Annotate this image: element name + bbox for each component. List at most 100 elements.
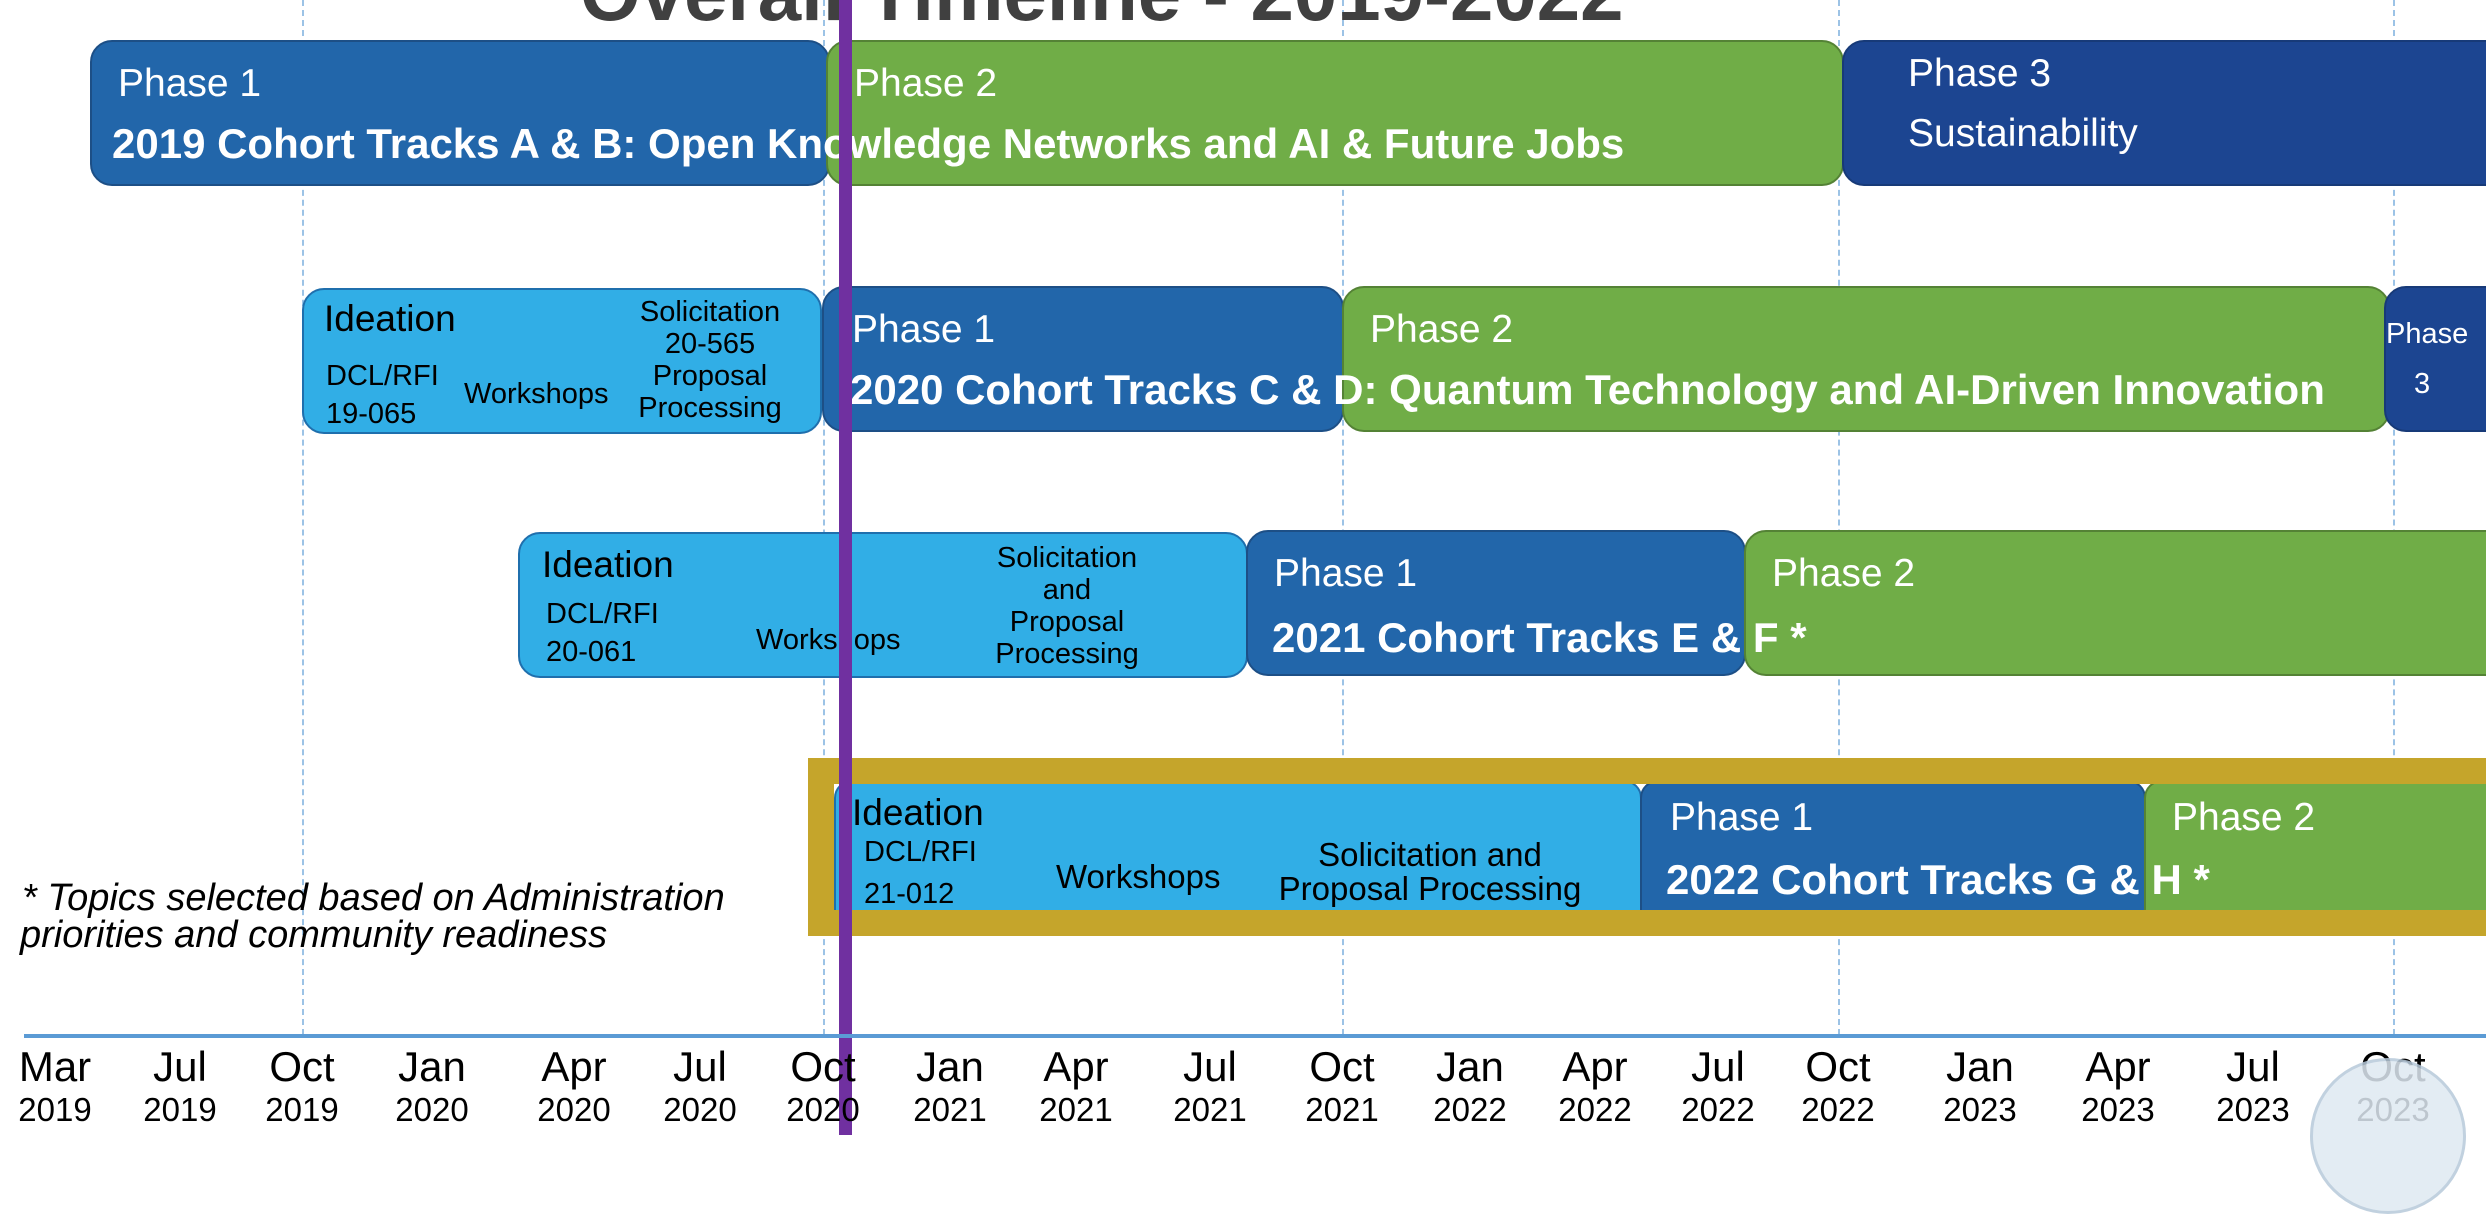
axis-tick-month: Jul bbox=[673, 1043, 727, 1090]
gridline-oct-2020 bbox=[823, 0, 825, 1035]
axis-tick-year: 2020 bbox=[786, 1091, 860, 1128]
row2-ideation-label: Ideation bbox=[324, 298, 456, 339]
axis-tick-month: Apr bbox=[2085, 1043, 2151, 1090]
axis-tick-month: Jan bbox=[398, 1043, 466, 1090]
axis-tick-year: 2020 bbox=[537, 1091, 611, 1128]
axis-tick-month: Apr bbox=[1043, 1043, 1109, 1090]
row3-ideation-label: Ideation bbox=[542, 544, 674, 585]
axis-tick-year: 2021 bbox=[913, 1091, 987, 1128]
footnote-line2: priorities and community readiness bbox=[20, 914, 608, 956]
row3-phase2-bar bbox=[1744, 530, 2486, 676]
row2-phase3-label-line2: 3 bbox=[2414, 368, 2431, 400]
axis-tick-year: 2022 bbox=[1681, 1091, 1755, 1128]
row4-phase1-label: Phase 1 bbox=[1670, 796, 1814, 839]
axis-tick-year: 2021 bbox=[1305, 1091, 1379, 1128]
row1-phase1-label: Phase 1 bbox=[118, 62, 262, 105]
row3-ideation-bar bbox=[518, 532, 1248, 678]
row4-ideation-label: Ideation bbox=[852, 792, 984, 833]
row3-dcl-line2: 20-061 bbox=[546, 636, 637, 668]
axis-tick-month: Jan bbox=[1946, 1043, 2014, 1090]
timeline-axis bbox=[24, 1034, 2486, 1038]
axis-tick-month: Jan bbox=[916, 1043, 984, 1090]
axis-tick-month: Oct bbox=[790, 1043, 856, 1090]
row2-dcl-line1: DCL/RFI bbox=[326, 360, 439, 392]
row3-workshops-label: Workshops bbox=[756, 624, 901, 656]
axis-tick-year: 2021 bbox=[1039, 1091, 1113, 1128]
gridline-oct-2019 bbox=[302, 0, 304, 1035]
row2-phase1-label: Phase 1 bbox=[852, 308, 996, 351]
row4-ideation-bar bbox=[834, 780, 1642, 914]
axis-tick-year: 2020 bbox=[395, 1091, 469, 1128]
axis-tick-month: Jul bbox=[1183, 1043, 1237, 1090]
current-date-marker bbox=[839, 0, 852, 1135]
axis-tick-month: Jul bbox=[1691, 1043, 1745, 1090]
axis-tick-year: 2019 bbox=[18, 1091, 92, 1128]
row4-solicitation-label: Solicitation and Proposal Processing bbox=[1278, 836, 1582, 907]
row3-dcl-line1: DCL/RFI bbox=[546, 598, 659, 630]
agency-seal-logo bbox=[2310, 1058, 2466, 1214]
row3-phase1-bar bbox=[1246, 530, 1746, 676]
row3-solicitation-label: Solicitation and Proposal Processing bbox=[995, 542, 1139, 670]
axis-tick-year: 2019 bbox=[143, 1091, 217, 1128]
row2-solicitation-label: Solicitation 20-565 Proposal Processing bbox=[638, 296, 782, 424]
row2-phase3-label-line1: Phase bbox=[2386, 318, 2469, 350]
axis-tick-month: Oct bbox=[1309, 1043, 1375, 1090]
axis-tick-year: 2019 bbox=[265, 1091, 339, 1128]
axis-tick-month: Oct bbox=[269, 1043, 335, 1090]
row1-phase3-sublabel: Sustainability bbox=[1908, 112, 2138, 155]
axis-tick-month: Jan bbox=[1436, 1043, 1504, 1090]
row2-cohort-label: 2020 Cohort Tracks C & D: Quantum Techno… bbox=[850, 366, 2325, 413]
axis-tick-year: 2020 bbox=[663, 1091, 737, 1128]
axis-tick-year: 2022 bbox=[1433, 1091, 1507, 1128]
row2-phase3-bar bbox=[2384, 286, 2486, 432]
current-cohort-highlight-frame bbox=[808, 758, 2486, 936]
row2-phase2-bar bbox=[1342, 286, 2390, 432]
row2-dcl-line2: 19-065 bbox=[326, 398, 417, 430]
axis-tick-year: 2023 bbox=[2081, 1091, 2155, 1128]
gridline-oct-2021 bbox=[1342, 0, 1344, 1035]
axis-tick-year: 2023 bbox=[2216, 1091, 2290, 1128]
axis-tick-month: Oct bbox=[1805, 1043, 1871, 1090]
row4-workshops-label: Workshops bbox=[1056, 858, 1221, 895]
axis-tick-month: Apr bbox=[1562, 1043, 1628, 1090]
row4-phase2-label: Phase 2 bbox=[2172, 796, 2316, 839]
axis-tick-year: 2021 bbox=[1173, 1091, 1247, 1128]
row2-ideation-bar bbox=[302, 288, 822, 434]
row2-workshops-label: Workshops bbox=[464, 378, 609, 410]
axis-tick-month: Jul bbox=[153, 1043, 207, 1090]
page-title: Overall Timeline - 2019-2022 bbox=[580, 0, 1624, 39]
row2-phase1-bar bbox=[822, 286, 1344, 432]
gridline-oct-2023 bbox=[2393, 0, 2395, 1035]
row4-phase1-bar bbox=[1640, 780, 2146, 914]
row3-phase1-label: Phase 1 bbox=[1274, 552, 1418, 595]
row1-phase2-bar bbox=[826, 40, 1844, 186]
gridline-oct-2022 bbox=[1838, 0, 1840, 1035]
footnote: * Topics selected based on Administratio… bbox=[20, 879, 725, 956]
row2-phase2-label: Phase 2 bbox=[1370, 308, 1514, 351]
row1-cohort-label: 2019 Cohort Tracks A & B: Open Knowledge… bbox=[112, 120, 1625, 167]
row4-dcl-line1: DCL/RFI bbox=[864, 836, 977, 868]
row3-phase2-label: Phase 2 bbox=[1772, 552, 1916, 595]
row1-phase2-label: Phase 2 bbox=[854, 62, 998, 105]
axis-tick-year: 2023 bbox=[1943, 1091, 2017, 1128]
axis-tick-year: 2022 bbox=[1801, 1091, 1875, 1128]
row1-phase3-label: Phase 3 bbox=[1908, 52, 2052, 95]
